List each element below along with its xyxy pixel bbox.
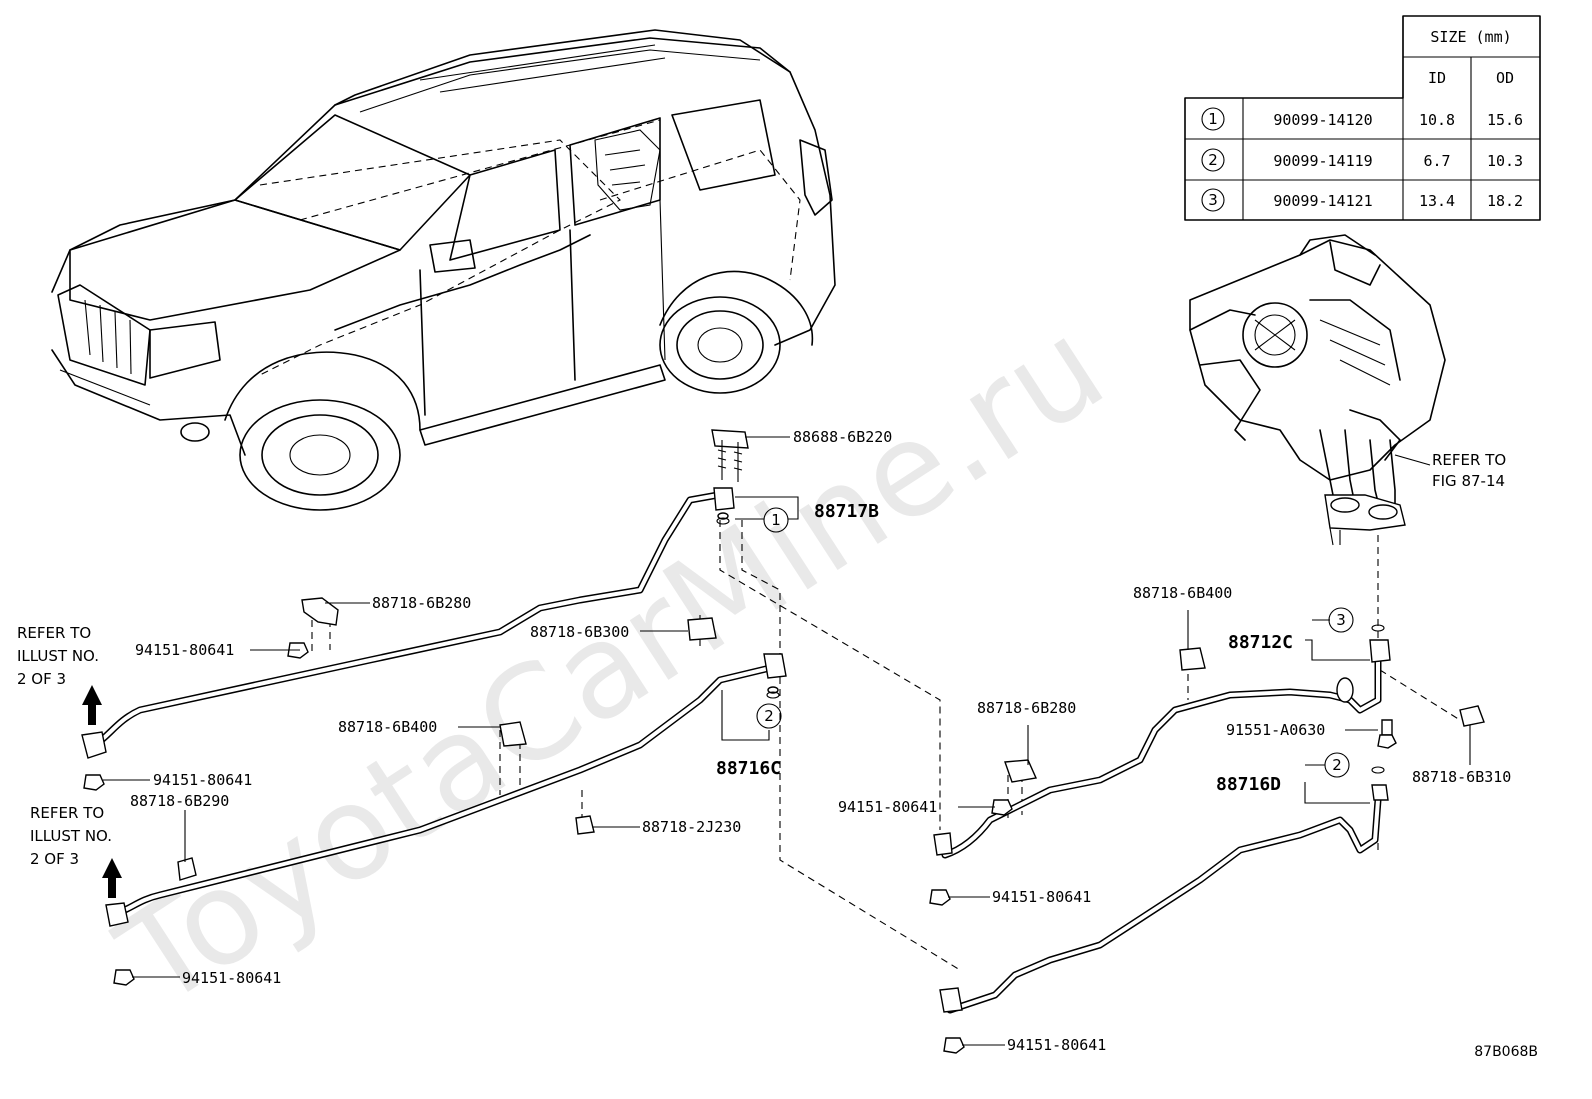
hose-88712C bbox=[933, 639, 1393, 859]
label-94151-80641-f: 94151-80641 bbox=[1007, 1036, 1106, 1054]
size-table-col-od: OD bbox=[1496, 69, 1514, 87]
refer-illust-b-line1: REFER TO bbox=[30, 804, 104, 822]
refer-fig-line1: REFER TO bbox=[1432, 451, 1506, 469]
size-row-2-num: 2 bbox=[1208, 151, 1218, 169]
size-row-2-id: 6.7 bbox=[1423, 152, 1450, 170]
callout-3: 3 bbox=[1336, 611, 1346, 629]
callout-2-right: 2 bbox=[1332, 756, 1342, 774]
refer-illust-a-line1: REFER TO bbox=[17, 624, 91, 642]
refer-fig-line2: FIG 87-14 bbox=[1432, 472, 1505, 490]
refer-illust-a-line3: 2 OF 3 bbox=[17, 670, 66, 688]
callout-1: 1 bbox=[771, 511, 781, 529]
leader-lines bbox=[103, 436, 1471, 1046]
diagram-code: 87B068B bbox=[1474, 1044, 1538, 1060]
label-88718-6B310: 88718-6B310 bbox=[1412, 768, 1511, 786]
size-row-3-id: 13.4 bbox=[1419, 192, 1455, 210]
size-row-1-od: 15.6 bbox=[1487, 111, 1523, 129]
refer-arrow-a bbox=[82, 685, 102, 725]
hose-88716D bbox=[939, 784, 1389, 1014]
label-94151-80641-a: 94151-80641 bbox=[135, 641, 234, 659]
label-88716C: 88716C bbox=[716, 758, 781, 779]
size-table: SIZE (mm) ID OD 1 90099-14120 10.8 15.6 … bbox=[1184, 15, 1541, 221]
label-94151-80641-c: 94151-80641 bbox=[182, 969, 281, 987]
hose-88717B bbox=[81, 487, 735, 759]
label-94151-80641-e: 94151-80641 bbox=[992, 888, 1091, 906]
label-94151-80641-d: 94151-80641 bbox=[838, 798, 937, 816]
label-88717B: 88717B bbox=[814, 501, 879, 522]
vehicle-illustration bbox=[51, 29, 836, 511]
label-88718-6B300: 88718-6B300 bbox=[530, 623, 629, 641]
callout-2-left: 2 bbox=[764, 707, 774, 725]
size-row-1-id: 10.8 bbox=[1419, 111, 1455, 129]
size-row-3-num: 3 bbox=[1208, 191, 1218, 209]
label-88718-6B280-b: 88718-6B280 bbox=[977, 699, 1076, 717]
label-88712C: 88712C bbox=[1228, 632, 1293, 653]
label-94151-80641-b: 94151-80641 bbox=[153, 771, 252, 789]
size-table-header: SIZE (mm) bbox=[1430, 28, 1511, 46]
hose-88716C bbox=[105, 653, 787, 927]
label-91551-A0630: 91551-A0630 bbox=[1226, 721, 1325, 739]
size-row-2-od: 10.3 bbox=[1487, 152, 1523, 170]
refer-arrow-b bbox=[102, 858, 122, 898]
clamps bbox=[177, 429, 1485, 881]
nuts bbox=[83, 642, 1397, 1054]
size-row-3-part: 90099-14121 bbox=[1273, 192, 1372, 210]
label-88716D: 88716D bbox=[1216, 774, 1281, 795]
label-88718-6B290: 88718-6B290 bbox=[130, 792, 229, 810]
size-row-1-num: 1 bbox=[1208, 110, 1218, 128]
refer-illust-a-line2: ILLUST NO. bbox=[17, 647, 99, 665]
label-88718-6B280-a: 88718-6B280 bbox=[372, 594, 471, 612]
label-88718-6B400-b: 88718-6B400 bbox=[1133, 584, 1232, 602]
size-table-col-id: ID bbox=[1428, 69, 1446, 87]
label-88718-6B400-a: 88718-6B400 bbox=[338, 718, 437, 736]
refer-illust-b-line2: ILLUST NO. bbox=[30, 827, 112, 845]
label-88688-6B220: 88688-6B220 bbox=[793, 428, 892, 446]
refer-illust-b-line3: 2 OF 3 bbox=[30, 850, 79, 868]
heater-unit bbox=[1189, 234, 1446, 546]
watermark-text: ToyotaCarMine.ru bbox=[93, 290, 1129, 1037]
size-row-1-part: 90099-14120 bbox=[1273, 111, 1372, 129]
size-row-3-od: 18.2 bbox=[1487, 192, 1523, 210]
label-88718-2J230: 88718-2J230 bbox=[642, 818, 741, 836]
size-row-2-part: 90099-14119 bbox=[1273, 152, 1372, 170]
